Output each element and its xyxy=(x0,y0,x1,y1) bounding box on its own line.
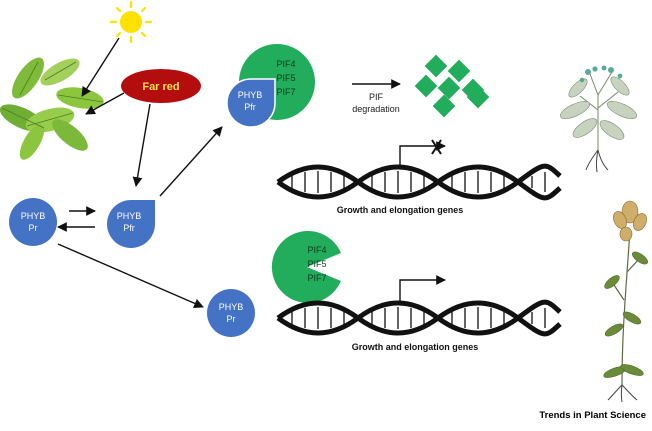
pif-phyb-complex: PIF4 PIF5 PIF7 PHYB Pfr xyxy=(226,44,315,128)
normal-plant-icon xyxy=(559,65,638,173)
blocked-transcription-icon xyxy=(399,139,446,165)
pif7-label: PIF7 xyxy=(307,273,326,283)
arrow-sun-to-leaf xyxy=(81,37,120,97)
shade-avoidance-plant-icon xyxy=(603,200,648,403)
genes-label-top: Growth and elongation genes xyxy=(337,205,464,215)
pif4-label: PIF4 xyxy=(276,59,295,69)
arrow-pr-to-phyb-pr xyxy=(57,243,204,308)
pr-label: Pr xyxy=(29,223,38,233)
degradation-line1: PIF xyxy=(369,92,384,102)
leaf-icon xyxy=(0,57,104,160)
pif-on-dna: PIF4 PIF5 PIF7 xyxy=(271,231,341,303)
phyb-label: PHYB xyxy=(117,211,142,221)
credit-label: Trends in Plant Science xyxy=(539,410,646,421)
dna-icon xyxy=(276,299,562,337)
far-red-light: Far red xyxy=(121,69,201,103)
arrow-farred-to-leaf xyxy=(85,92,125,115)
genes-label-bottom: Growth and elongation genes xyxy=(352,342,479,352)
pfr-label: Pfr xyxy=(244,102,256,112)
pif5-label: PIF5 xyxy=(276,73,295,83)
phyb-pr-left: PHYB Pr xyxy=(9,198,57,246)
sun-icon xyxy=(109,0,153,44)
pif4-label: PIF4 xyxy=(307,245,326,255)
phyb-label: PHYB xyxy=(238,90,263,100)
pif-degradation-label: PIF degradation xyxy=(352,92,400,114)
phyb-label: PHYB xyxy=(21,211,46,221)
pif-fragments-icon xyxy=(414,54,490,118)
phyb-label: PHYB xyxy=(219,302,244,312)
pif5-label: PIF5 xyxy=(307,259,326,269)
phyb-pr-bottom: PHYB Pr xyxy=(207,289,255,337)
arrow-pfr-to-pif-complex xyxy=(159,126,223,197)
pfr-label: Pfr xyxy=(123,223,135,233)
active-transcription-icon xyxy=(399,275,446,302)
degradation-line2: degradation xyxy=(352,104,400,114)
far-red-label: Far red xyxy=(142,81,179,93)
phyb-pfr-middle: PHYB Pfr xyxy=(107,200,155,248)
arrows xyxy=(57,37,401,308)
pr-label: Pr xyxy=(227,314,236,324)
arrow-farred-to-phyb-pfr xyxy=(132,103,151,187)
pif7-label: PIF7 xyxy=(276,87,295,97)
dna-icon xyxy=(276,163,562,201)
